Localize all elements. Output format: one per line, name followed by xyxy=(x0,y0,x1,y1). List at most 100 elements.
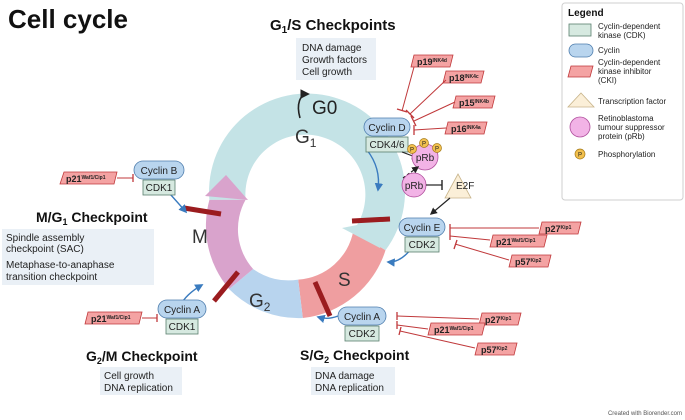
sg2-checkpoint-title: S/G2 Checkpoint xyxy=(300,347,410,365)
cyclin-d-label: Cyclin D xyxy=(368,123,405,134)
g0-arrow xyxy=(297,89,310,119)
legend-cdk-label: kinase (CDK) xyxy=(598,31,646,40)
g2-phase-label: G2 xyxy=(249,291,271,314)
legend-rb-swatch xyxy=(569,116,591,138)
dashed-arrow-prb-to-rb xyxy=(402,166,420,179)
cki-p21-a-right-label: p21Waf1/Cip1 xyxy=(434,325,474,335)
cki-p19 xyxy=(410,54,454,68)
checkpoint-bar-m-g1 xyxy=(183,205,222,217)
cyclin-b-complex: Cyclin B CDK1 xyxy=(133,160,185,196)
legend-tf-label: Transcription factor xyxy=(598,97,667,106)
g1-arrowhead xyxy=(342,218,392,248)
phospho-dot xyxy=(432,143,442,153)
phospho-label: P xyxy=(435,147,439,153)
mg1-item: checkpoint (SAC) xyxy=(6,244,84,255)
legend-rb-label: Retinoblastoma xyxy=(598,114,654,123)
cki-p21-b xyxy=(59,171,118,185)
cki-p21-a-right xyxy=(427,322,486,336)
cki-p16 xyxy=(444,121,488,135)
page-title: Cell cycle xyxy=(8,4,128,34)
rb-pathway: pRb P P P pRb E2F xyxy=(401,138,474,215)
cdk2-e-box xyxy=(404,236,440,253)
inhibit-bar-p18 xyxy=(405,109,415,119)
legend-cyclin-label: Cyclin xyxy=(598,46,620,55)
g2m-item: Cell growth xyxy=(104,371,154,382)
cki-p21-b-label: p21Waf1/Cip1 xyxy=(66,174,106,184)
cki-p21-a-left xyxy=(84,311,143,325)
e2f-triangle xyxy=(444,173,472,199)
legend-cki-label: (CKI) xyxy=(598,76,617,85)
mg1-item: Spindle assembly xyxy=(6,233,84,244)
e2f-label: E2F xyxy=(456,181,474,192)
cki-p18-label: p18INK4c xyxy=(449,73,479,83)
cyclin-a-right-label: Cyclin A xyxy=(344,312,380,323)
rb-label: pRb xyxy=(405,181,424,192)
inhibit-line-p15 xyxy=(413,101,456,122)
g1s-checkpoint: G1/S Checkpoints DNA damage Growth facto… xyxy=(270,17,396,80)
cyclin-e-pill xyxy=(398,217,446,237)
g2m-item: DNA replication xyxy=(104,383,173,394)
cki-p19-label: p19INK4d xyxy=(417,57,447,67)
s-phase-label: S xyxy=(338,270,351,291)
arrow-cyclin-d-to-g1 xyxy=(366,149,384,192)
cyclin-a-left-label: Cyclin A xyxy=(164,305,200,316)
m-arrowhead xyxy=(205,175,248,200)
legend-rb-label: protein (pRb) xyxy=(598,132,645,141)
sg2-checkpoint: S/G2 Checkpoint DNA damage DNA replicati… xyxy=(300,347,410,395)
cdk1-a-box xyxy=(165,318,199,335)
sg2-item: DNA damage xyxy=(315,371,375,382)
cki-p21-e xyxy=(489,234,548,248)
phospho-label: P xyxy=(410,148,414,154)
inhibit-bar-p15 xyxy=(410,115,417,127)
cyclin-b-pill xyxy=(133,160,185,180)
g1-phase-arc xyxy=(209,93,406,251)
legend-phospho-label: Phosphorylation xyxy=(598,150,655,159)
cdk1-a-label: CDK1 xyxy=(169,322,196,333)
inhibit-line-p27-a xyxy=(396,315,480,320)
checkpoint-bar-s-g2 xyxy=(312,280,333,318)
legend-cki-label: kinase inhibitor xyxy=(598,67,652,76)
arrow-e2f-to-cyclin-e xyxy=(429,197,451,215)
arrow-cyclin-a-to-g2 xyxy=(316,314,339,323)
phospho-dot xyxy=(407,144,417,154)
inhibitors: p21Waf1/Cip1 p19INK4d p18INK4c p15INK4b … xyxy=(59,54,582,356)
legend-phospho-swatch xyxy=(574,148,586,160)
legend-cdk-label: Cyclin-dependent xyxy=(598,22,661,31)
g2m-checkpoint-title: G2/M Checkpoint xyxy=(86,348,198,366)
mg1-checkpoint: M/G1 Checkpoint Spindle assembly checkpo… xyxy=(2,209,154,285)
g1s-checkpoint-box xyxy=(296,38,376,80)
mg1-item: Metaphase-to-anaphase xyxy=(6,260,115,271)
inhibit-bar-p57-e xyxy=(453,239,458,250)
prb-label: pRb xyxy=(416,153,435,164)
cycle-ring: G1 S G2 M G0 xyxy=(183,89,406,319)
g2m-checkpoint-box xyxy=(100,367,182,395)
cyclin-a-right-pill xyxy=(337,306,387,326)
inhibit-line-p16 xyxy=(413,127,447,131)
legend-cyclin-swatch xyxy=(568,43,594,58)
cdk2-a-label: CDK2 xyxy=(349,329,376,340)
mg1-item: transition checkpoint xyxy=(6,272,97,283)
cyclin-d-pill xyxy=(363,117,411,137)
cki-p16-label: p16INK4a xyxy=(451,124,481,134)
g1s-item: DNA damage xyxy=(302,43,362,54)
inhibit-line-p19 xyxy=(401,66,415,112)
g0-phase-label: G0 xyxy=(312,98,337,119)
g2m-checkpoint: G2/M Checkpoint Cell growth DNA replicat… xyxy=(86,348,198,395)
cki-p27-e xyxy=(538,221,582,235)
cki-p57-e-label: p57Kip2 xyxy=(515,257,542,267)
cyclin-e-label: Cyclin E xyxy=(404,223,441,234)
mg1-checkpoint-title: M/G1 Checkpoint xyxy=(36,209,148,227)
inhibit-bar-p19 xyxy=(396,108,408,113)
cki-p57-e xyxy=(508,254,552,268)
cki-p57-a-label: p57Kip2 xyxy=(481,345,508,355)
m-phase-label: M xyxy=(192,227,208,248)
cki-p15-label: p15INK4b xyxy=(459,98,489,108)
g1-phase-label: G1 xyxy=(295,127,317,150)
phospho-dot xyxy=(419,138,429,148)
inhibit-line-p18 xyxy=(409,79,447,115)
cdk46-label: CDK4/6 xyxy=(369,140,404,151)
cyclin-a-right-complex: Cyclin A CDK2 xyxy=(337,306,387,342)
cki-p27-a xyxy=(478,312,522,326)
legend: Legend Cyclin-dependent kinase (CDK) Cyc… xyxy=(561,2,684,201)
mg1-checkpoint-box xyxy=(2,229,154,285)
